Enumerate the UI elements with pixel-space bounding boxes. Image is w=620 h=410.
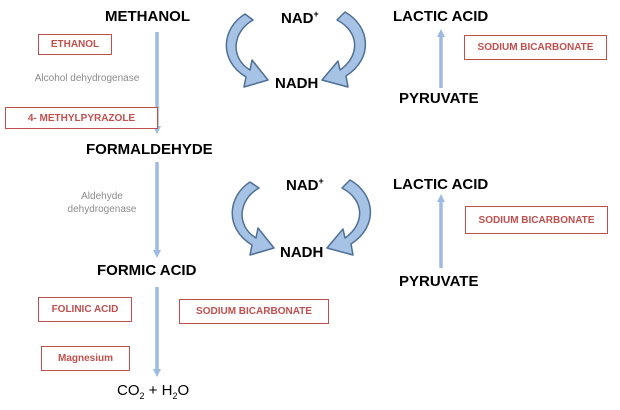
nad-text: NAD [286,177,319,194]
pyruvate-label-2: PYRUVATE [399,273,479,290]
treatment-4-methylpyrazole: 4- METHYLPYRAZOLE [5,107,158,129]
enzyme-line-2: dehydrogenase [67,204,137,215]
h2-subscript: 2 [172,391,178,401]
formaldehyde-label: FORMALDEHYDE [86,141,213,158]
co2-h2o-label: CO2 + H2O [117,382,189,405]
nad-text: NAD [281,10,314,27]
treatment-magnesium: Magnesium [41,346,130,371]
formic-acid-label: FORMIC ACID [97,262,197,279]
nad-superscript: + [318,176,324,186]
cycle-left-arrow [225,13,269,88]
cycle-right-arrow [321,11,367,88]
treatment-folinic-acid: FOLINIC ACID [38,297,132,322]
treatment-ethanol: ETHANOL [38,34,112,55]
nad-superscript: + [313,9,319,19]
nadh-label-1: NADH [275,75,319,92]
nad-label-1: NAD+ [281,5,319,28]
enzyme-alcohol-dehydrogenase: Alcohol dehydrogenase [34,73,140,84]
nad-label-2: NAD+ [286,172,324,195]
cycle-right-arrow [326,179,372,256]
co-text: CO [117,382,140,399]
o-text: O [177,382,190,399]
treatment-sodium-bicarbonate-2: SODIUM BICARBONATE [465,206,608,234]
lactic-acid-label-2: LACTIC ACID [393,176,489,193]
nad-cycle-arrows-1 [225,11,367,88]
cycle-left-arrow [231,181,275,256]
co2-subscript: 2 [139,391,145,401]
nad-cycle-arrows-2 [231,179,372,256]
nadh-label-2: NADH [280,244,324,261]
enzyme-aldehyde-dehydrogenase: Aldehyde dehydrogenase [52,190,152,216]
treatment-sodium-bicarbonate-main: SODIUM BICARBONATE [179,299,329,324]
treatment-sodium-bicarbonate-1: SODIUM BICARBONATE [464,35,607,60]
methanol-label: METHANOL [105,8,190,25]
enzyme-line-1: Aldehyde [81,191,123,202]
plus-h-text: + H [144,382,173,399]
lactic-acid-label-1: LACTIC ACID [393,8,489,25]
pyruvate-label-1: PYRUVATE [399,90,479,107]
